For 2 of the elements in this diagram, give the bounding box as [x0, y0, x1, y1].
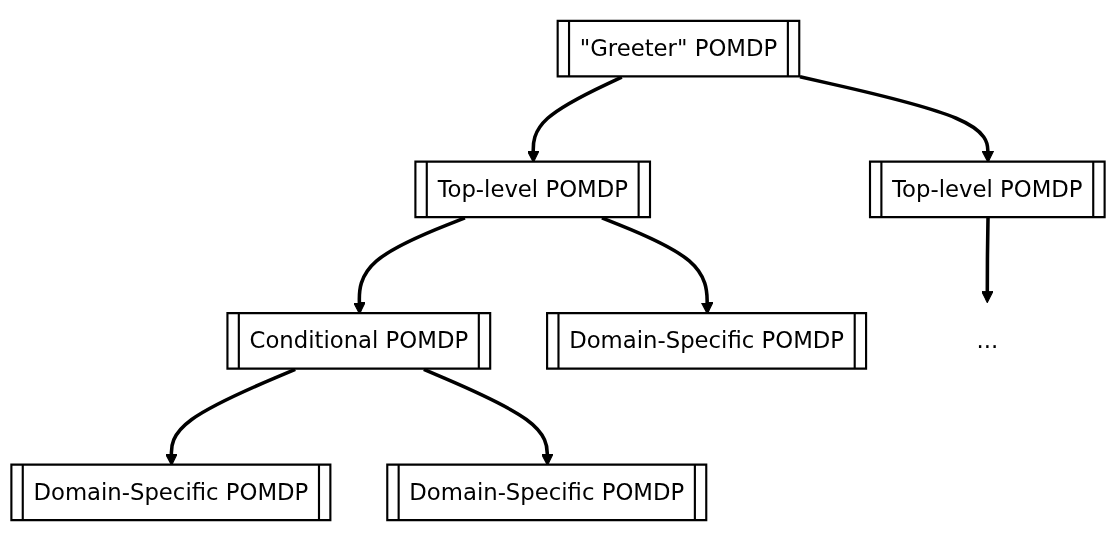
arrow	[981, 217, 994, 304]
node-text: ...	[976, 326, 999, 354]
